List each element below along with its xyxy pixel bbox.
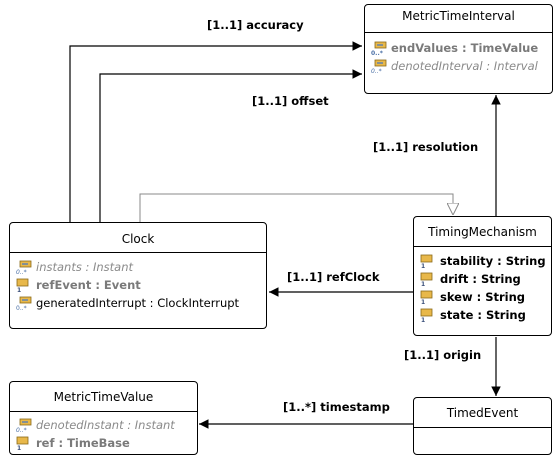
attribute-row[interactable]: 1 ref : TimeBase [10, 434, 197, 452]
attribute-label: generatedInterrupt : ClockInterrupt [36, 296, 240, 310]
multi-attribute-icon: 0..* [16, 260, 36, 274]
attribute-label: denotedInterval : Interval [391, 59, 538, 73]
class-name: TimingMechanism [414, 217, 551, 247]
attribute-row[interactable]: 0..* denotedInterval : Interval [365, 57, 552, 75]
class-clock[interactable]: Clock 0..* instants : Instant 1 refEvent : … [9, 222, 267, 329]
attribute-label: state : String [440, 308, 526, 322]
attribute-row[interactable]: 1 refEvent : Event [10, 276, 266, 294]
multi-attribute-icon: 0..* [371, 59, 391, 73]
class-timed-event[interactable]: TimedEvent [413, 397, 552, 455]
attribute-row[interactable]: 0..* denotedInstant : Instant [10, 416, 197, 434]
attribute-label: refEvent : Event [36, 278, 141, 292]
edge-accuracy [69, 41, 362, 222]
svg-text:0..*: 0..* [16, 427, 27, 432]
attribute-label: denotedInstant : Instant [36, 418, 175, 432]
svg-text:0..*: 0..* [16, 305, 27, 310]
attribute-row[interactable]: 0..* endValues : TimeValue [365, 39, 552, 57]
svg-text:1: 1 [421, 299, 425, 304]
label-origin: [1..1] origin [404, 348, 482, 362]
label-offset: [1..1] offset [252, 94, 329, 108]
single-attribute-icon: 1 [420, 254, 440, 268]
class-metric-time-interval[interactable]: MetricTimeInterval 0..* endValues : TimeV… [364, 4, 553, 94]
attribute-list: 1 stability : String 1 drift : String 1 skew … [414, 247, 551, 324]
attribute-label: instants : Instant [36, 260, 134, 274]
multi-attribute-icon: 0..* [371, 41, 391, 55]
single-attribute-icon: 1 [420, 290, 440, 304]
label-resolution: [1..1] resolution [373, 140, 479, 154]
attribute-list: 0..* denotedInstant : Instant 1 ref : TimeB… [10, 412, 197, 452]
attribute-label: endValues : TimeValue [391, 41, 539, 55]
attribute-label: drift : String [440, 272, 521, 286]
attribute-list: 0..* instants : Instant 1 refEvent : Event 0… [10, 253, 266, 312]
edge-generalization [139, 193, 453, 222]
class-name: MetricTimeValue [10, 382, 197, 412]
single-attribute-icon: 1 [16, 278, 36, 292]
class-name: MetricTimeInterval [365, 5, 552, 33]
svg-text:0..*: 0..* [371, 50, 384, 55]
multi-attribute-icon: 0..* [16, 418, 36, 432]
label-accuracy: [1..1] accuracy [207, 18, 304, 32]
class-metric-time-value[interactable]: MetricTimeValue 0..* denotedInstant : Ins… [9, 381, 198, 455]
single-attribute-icon: 1 [16, 436, 36, 450]
svg-text:1: 1 [421, 263, 425, 268]
attribute-label: skew : String [440, 290, 526, 304]
label-timestamp: [1..*] timestamp [283, 400, 390, 414]
single-attribute-icon: 1 [420, 308, 440, 322]
class-name: Clock [10, 223, 266, 253]
attribute-list: 0..* endValues : TimeValue 0..* denotedInte… [365, 33, 552, 75]
attribute-label: stability : String [440, 254, 546, 268]
svg-text:1: 1 [17, 445, 21, 450]
svg-text:1: 1 [17, 287, 21, 292]
svg-text:0..*: 0..* [16, 269, 27, 274]
edge-offset [99, 69, 362, 222]
label-refclock: [1..1] refClock [287, 270, 380, 284]
svg-text:1: 1 [421, 281, 425, 286]
svg-text:0..*: 0..* [371, 68, 382, 73]
single-attribute-icon: 1 [420, 272, 440, 286]
attribute-row[interactable]: 1 skew : String [414, 288, 551, 306]
multi-attribute-icon: 0..* [16, 296, 36, 310]
class-timing-mechanism[interactable]: TimingMechanism 1 stability : String 1 drif… [413, 216, 552, 336]
attribute-label: ref : TimeBase [36, 436, 130, 450]
attribute-row[interactable]: 1 state : String [414, 306, 551, 324]
attribute-row[interactable]: 1 drift : String [414, 270, 551, 288]
class-name: TimedEvent [414, 398, 551, 428]
attribute-row[interactable]: 1 stability : String [414, 252, 551, 270]
attribute-row[interactable]: 0..* instants : Instant [10, 258, 266, 276]
attribute-row[interactable]: 0..* generatedInterrupt : ClockInterrupt [10, 294, 266, 312]
svg-text:1: 1 [421, 317, 425, 322]
